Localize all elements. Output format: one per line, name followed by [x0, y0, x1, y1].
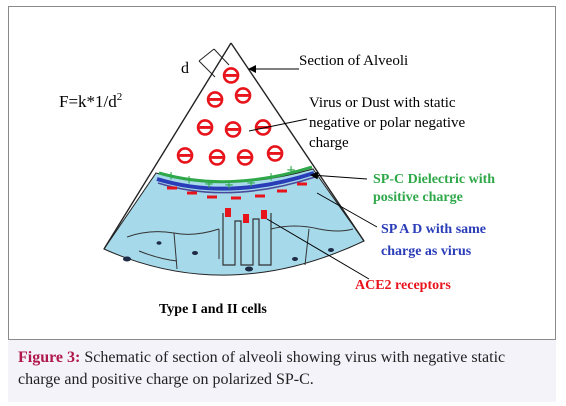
distance-label: d: [181, 60, 189, 77]
spc-pointer: [310, 171, 368, 180]
virus-particle: ⊖: [207, 145, 227, 171]
virus-particle: ⊖: [233, 83, 253, 109]
virus-particles: ⊖ ⊖ ⊖ ⊖ ⊖ ⊖ ⊖ ⊖ ⊖ ⊖: [175, 63, 285, 171]
positive-charge: +: [266, 169, 275, 186]
virus-pointer: [248, 118, 308, 132]
positive-charge: +: [204, 176, 213, 193]
positive-charge: +: [184, 172, 193, 189]
diagram-box: + + + + + + +: [8, 6, 556, 340]
virus-particle: ⊖: [195, 115, 215, 141]
ace2-receptor-tips: [225, 208, 267, 223]
ace2-receptors: [222, 213, 272, 266]
virus-label-2: negative or polar negative: [309, 115, 466, 131]
spad-label-2: charge as virus: [381, 244, 472, 259]
distance-marker: [198, 48, 230, 78]
virus-label-1: Virus or Dust with static: [309, 95, 456, 111]
caption-text: Schematic of section of alveoli showing …: [18, 349, 506, 388]
positive-charge: +: [246, 175, 255, 192]
spc-label-1: SP-C Dielectric with: [373, 172, 495, 187]
section-label: Section of Alveoli: [299, 53, 408, 69]
virus-particle: ⊖: [205, 87, 225, 113]
cells-label: Type I and II cells: [159, 302, 267, 317]
alveoli-diagram: + + + + + + +: [59, 42, 495, 317]
spad-membrane: [156, 171, 315, 191]
virus-label-3: charge: [309, 135, 349, 151]
virus-particle: ⊖: [235, 145, 255, 171]
spad-pointer: [316, 192, 378, 228]
spc-layer: [158, 165, 313, 184]
virus-particle: ⊖: [223, 117, 243, 143]
virus-particle: ⊖: [265, 141, 285, 167]
alveoli-cone-outline: [103, 42, 365, 250]
ace2-label: ACE2 receptors: [355, 278, 451, 293]
spc-positive-charges: + + + + + + +: [166, 162, 295, 194]
virus-particle: ⊖: [221, 63, 241, 89]
spc-label-2: positive charge: [373, 190, 463, 205]
cell-nuclei: [123, 241, 334, 272]
positive-charge: +: [166, 168, 175, 185]
spad-label-1: SP A D with same: [381, 222, 486, 237]
force-formula: F=k*1/d2: [59, 91, 122, 111]
positive-charge: +: [286, 162, 295, 179]
negative-dashes: [167, 182, 307, 200]
caption-label: Figure 3:: [18, 349, 81, 366]
virus-particle: ⊖: [175, 143, 195, 169]
ace2-pointer: [266, 218, 370, 280]
cell-boundaries: [126, 225, 354, 270]
positive-charge: +: [224, 177, 233, 194]
figure-caption: Figure 3: Schematic of section of alveol…: [8, 340, 556, 402]
